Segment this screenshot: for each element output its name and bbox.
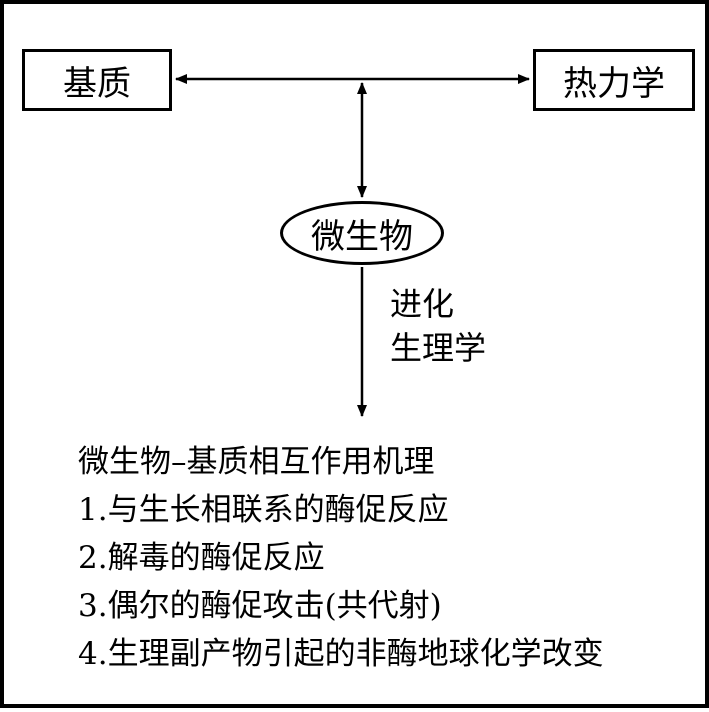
mechanism-item-4: 4.生理副产物引起的非酶地球化学改变 xyxy=(78,636,604,672)
mechanism-item-2: 2.解毒的酶促反应 xyxy=(78,540,325,576)
node-substrate: 基质 xyxy=(22,49,172,111)
edge-label-evolution: 进化 xyxy=(390,285,455,323)
mechanism-item-1: 1.与生长相联系的酶促反应 xyxy=(78,492,449,528)
node-microbe: 微生物 xyxy=(280,201,444,265)
mechanisms-list: 微生物–基质相互作用机理 1.与生长相联系的酶促反应 2.解毒的酶促反应 3.偶… xyxy=(78,438,604,678)
mechanisms-title: 微生物–基质相互作用机理 xyxy=(78,444,435,480)
mechanism-item-3: 3.偶尔的酶促攻击(共代射) xyxy=(78,588,442,624)
connector-arrows xyxy=(175,74,530,417)
node-thermodynamics: 热力学 xyxy=(533,49,695,111)
edge-label-physiology: 生理学 xyxy=(390,329,487,367)
